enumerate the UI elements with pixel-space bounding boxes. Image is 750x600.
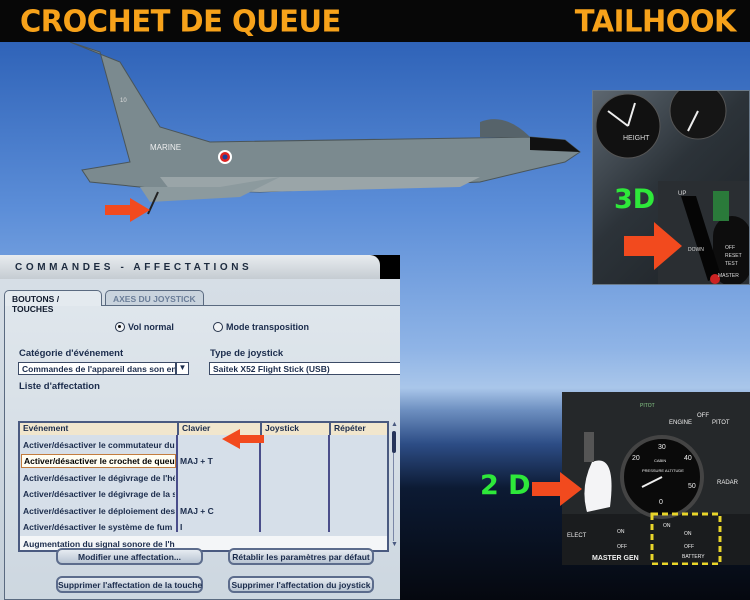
table-row[interactable]: Activer/désactiver le déploiement des MAJ… — [20, 503, 387, 519]
label-3d: 3D — [614, 184, 656, 215]
column-header-event[interactable]: Evénement — [20, 423, 177, 435]
table-row-selected[interactable]: Activer/désactiver le crochet de queue MA… — [20, 453, 387, 469]
scroll-up-icon[interactable]: ▲ — [391, 421, 398, 428]
cabin-label: CABIN — [654, 458, 666, 463]
column-header-joystick[interactable]: Joystick — [260, 423, 329, 435]
radio-checked-icon — [115, 322, 125, 332]
column-header-repeat[interactable]: Répéter — [329, 423, 387, 435]
category-label: Catégorie d'événement — [19, 348, 124, 359]
event-cell: Augmentation du signal sonore de l'h — [23, 539, 175, 549]
arrow-right-icon — [105, 198, 150, 222]
master-label: MASTER — [718, 273, 739, 279]
modify-assignment-button[interactable]: Modifier une affectation... — [56, 548, 203, 565]
height-gauge-label: HEIGHT — [623, 135, 650, 142]
on-label: ON — [684, 531, 692, 537]
header-bar: CROCHET DE QUEUE TAILHOOK — [0, 0, 750, 42]
tab-joystick-axes[interactable]: AXES DU JOYSTICK — [105, 290, 204, 305]
joystick-type-select[interactable]: Saitek X52 Flight Stick (USB) — [209, 362, 400, 375]
assignment-table: Evénement Clavier Joystick Répéter Activ… — [18, 421, 389, 552]
event-cell: Activer/désactiver le dégivrage de l'hél… — [23, 473, 175, 483]
pitot-light: PITOT — [640, 403, 655, 409]
key-cell: I — [180, 522, 183, 532]
scroll-thumb[interactable] — [392, 431, 396, 453]
assignment-list-label: Liste d'affectation — [19, 381, 100, 392]
gauge-tick: 30 — [658, 444, 666, 451]
engine-label: ENGINE — [669, 420, 692, 426]
elect-label: ELECT — [567, 533, 587, 539]
chevron-down-icon[interactable]: ▼ — [176, 362, 189, 375]
delete-key-assignment-button[interactable]: Supprimer l'affectation de la touche — [56, 576, 203, 593]
gauge-tick: 40 — [684, 455, 692, 462]
radio-unchecked-icon — [213, 322, 223, 332]
joystick-type-label: Type de joystick — [210, 348, 284, 359]
arrow-right-icon — [624, 222, 682, 270]
pitot-label: PITOT — [712, 420, 730, 426]
up-label: UP — [678, 191, 686, 197]
arrow-right-icon — [532, 472, 582, 506]
off-label: OFF — [684, 544, 694, 550]
radar-label: RADAR — [717, 480, 739, 486]
battery-label: BATTERY — [682, 554, 705, 560]
table-row[interactable]: Activer/désactiver le dégivrage de la s — [20, 486, 387, 502]
cockpit-2d-view: 20 30 40 50 0 CABIN PRESSURE ALTITUDE EN… — [562, 392, 750, 565]
table-scrollbar[interactable]: ▲ ▼ — [389, 421, 398, 552]
title-french: CROCHET DE QUEUE — [20, 3, 341, 39]
jet-marking: MARINE — [150, 143, 181, 152]
table-row[interactable]: Activer/désactiver le dégivrage de l'hél… — [20, 470, 387, 486]
table-row[interactable]: Activer/désactiver le commutateur du — [20, 437, 387, 453]
tab-buttons-keys[interactable]: BOUTONS / TOUCHES — [4, 290, 102, 314]
test-label: TEST — [725, 261, 738, 267]
event-cell: Activer/désactiver le dégivrage de la s — [23, 489, 175, 499]
gauge-tick: 20 — [632, 455, 640, 462]
category-select[interactable]: Commandes de l'appareil dans son ens — [18, 362, 176, 375]
off-label: OFF — [617, 544, 627, 550]
radio-label: Vol normal — [128, 322, 174, 332]
radio-slew-mode[interactable]: Mode transposition — [213, 322, 309, 332]
on-light: ON — [663, 523, 671, 529]
on-label: ON — [617, 529, 625, 535]
off-label: OFF — [697, 413, 709, 419]
pressure-altitude-label: PRESSURE ALTITUDE — [642, 468, 684, 473]
radio-normal-flight[interactable]: Vol normal — [115, 322, 174, 332]
event-cell: Activer/désactiver le crochet de queue — [21, 454, 176, 468]
event-cell: Activer/désactiver le système de fum — [23, 522, 173, 532]
cockpit-3d-view: HEIGHT UP DOWN OFF RESET TEST MASTER — [592, 90, 750, 285]
delete-joystick-assignment-button[interactable]: Supprimer l'affectation du joystick — [228, 576, 374, 593]
table-row[interactable]: Augmentation du signal sonore de l'h — [20, 536, 387, 550]
gauge-tick: 50 — [688, 483, 696, 490]
event-cell: Activer/désactiver le commutateur du — [23, 440, 175, 450]
controls-assignments-dialog: COMMANDES - AFFECTATIONS BOUTONS / TOUCH… — [0, 255, 400, 600]
master-gen-label: MASTER GEN — [592, 555, 639, 562]
jet-tail-code: 10 — [120, 98, 127, 104]
scroll-down-icon[interactable]: ▼ — [391, 541, 398, 548]
arrow-left-icon — [222, 429, 264, 449]
down-label: DOWN — [688, 247, 704, 253]
title-english: TAILHOOK — [574, 3, 737, 39]
jet-aircraft-image: MARINE 10 — [69, 42, 581, 215]
table-row[interactable]: Activer/désactiver le système de fum I — [20, 519, 387, 535]
reset-label: RESET — [725, 253, 742, 259]
label-2d: 2 D — [480, 470, 531, 501]
radio-label: Mode transposition — [226, 322, 309, 332]
off-label: OFF — [725, 245, 735, 251]
key-cell: MAJ + C — [180, 506, 214, 516]
gauge-tick: 0 — [659, 499, 663, 506]
reset-defaults-button[interactable]: Rétablir les paramètres par défaut — [228, 548, 374, 565]
event-cell: Activer/désactiver le déploiement des — [23, 506, 175, 516]
dialog-title: COMMANDES - AFFECTATIONS — [0, 255, 380, 279]
key-cell: MAJ + T — [180, 456, 213, 466]
